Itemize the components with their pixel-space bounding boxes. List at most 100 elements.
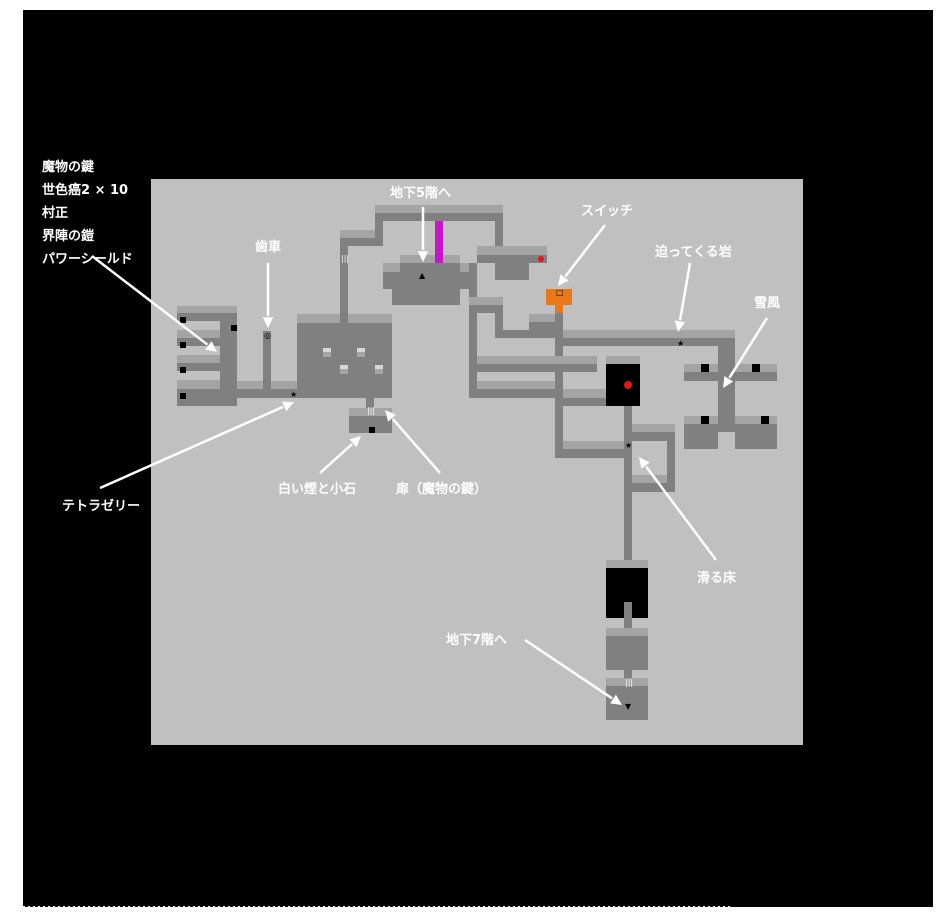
floor-tile bbox=[495, 213, 503, 255]
floor-tile bbox=[632, 483, 675, 492]
item-power-shield: パワーシールド bbox=[42, 252, 133, 267]
floor-tile bbox=[495, 313, 503, 338]
star-icon: ★ bbox=[677, 339, 685, 348]
floor-tile bbox=[263, 331, 271, 389]
pillar bbox=[323, 348, 331, 352]
floor-tile bbox=[375, 213, 503, 221]
chest-icon bbox=[752, 364, 760, 372]
wall-tile bbox=[477, 356, 597, 364]
red-dot-icon bbox=[624, 381, 632, 389]
wall-tile bbox=[563, 441, 624, 449]
wall-tile bbox=[460, 263, 469, 272]
wall-tile bbox=[606, 678, 648, 686]
floor-tile bbox=[735, 424, 777, 449]
bars-icon: ||| bbox=[625, 678, 634, 687]
floor-tile bbox=[624, 406, 632, 570]
wall-tile bbox=[632, 424, 675, 432]
wall-tile bbox=[340, 369, 348, 374]
floor-tile bbox=[392, 289, 460, 305]
wall-tile bbox=[606, 560, 648, 568]
wall-tile bbox=[177, 380, 220, 389]
pillar bbox=[340, 365, 348, 369]
wall-tile bbox=[632, 475, 667, 483]
floor-tile bbox=[563, 338, 735, 346]
floor-tile bbox=[735, 372, 777, 381]
wall-tile bbox=[563, 330, 735, 338]
wall-tile bbox=[606, 356, 640, 364]
wall-tile bbox=[469, 297, 503, 305]
floor-tile bbox=[477, 389, 555, 398]
floor-tile bbox=[237, 389, 297, 398]
dark-pit bbox=[606, 364, 640, 406]
floor-tile bbox=[495, 330, 563, 338]
switch-tile bbox=[555, 305, 563, 313]
pillar bbox=[375, 365, 383, 369]
floor-tile bbox=[632, 432, 675, 441]
chest-icon bbox=[701, 416, 709, 424]
floor-tile bbox=[495, 263, 529, 280]
bars-icon: ||| bbox=[341, 254, 350, 263]
chest-icon bbox=[180, 393, 186, 399]
wall-tile bbox=[323, 352, 331, 357]
floor-tile bbox=[529, 322, 555, 330]
floor-tile bbox=[718, 424, 735, 432]
stairs-up-icon: ▲ bbox=[419, 271, 426, 280]
chest-icon bbox=[761, 416, 769, 424]
wall-tile bbox=[340, 230, 383, 238]
item-list: 魔物の鍵 世色癌2 × 10 村正 界陣の鎧 パワーシールド bbox=[42, 156, 133, 271]
wall-tile bbox=[375, 205, 503, 213]
floor-tile bbox=[718, 338, 735, 430]
floor-tile bbox=[297, 323, 392, 398]
label-switch: スイッチ bbox=[581, 204, 634, 219]
bars-icon: ||| bbox=[367, 406, 376, 415]
floor-tile bbox=[684, 372, 718, 381]
chest-icon bbox=[701, 364, 709, 372]
floor-tile bbox=[177, 363, 220, 371]
wall-tile bbox=[477, 381, 555, 389]
dotted-border bbox=[23, 906, 730, 908]
label-to-b5: 地下5階へ bbox=[390, 186, 452, 201]
label-gear: 歯車 bbox=[255, 240, 282, 255]
floor-tile bbox=[563, 398, 606, 406]
wall-tile bbox=[563, 389, 606, 398]
item-seshikigan: 世色癌2 × 10 bbox=[42, 183, 129, 198]
chest-icon bbox=[180, 367, 186, 373]
wall-tile bbox=[400, 255, 460, 263]
label-door: 扉（魔物の鍵） bbox=[396, 482, 488, 497]
chest-icon bbox=[180, 317, 186, 323]
switch-tile bbox=[546, 289, 572, 305]
floor-tile bbox=[624, 602, 632, 636]
floor-tile bbox=[400, 263, 460, 272]
floor-tile bbox=[667, 432, 675, 492]
wall-tile bbox=[177, 330, 220, 338]
star-icon: ★ bbox=[290, 390, 298, 399]
floor-tile bbox=[220, 313, 237, 406]
magic-barrier bbox=[435, 221, 443, 263]
label-blizzard: 雪風 bbox=[754, 296, 781, 311]
label-to-b7: 地下7階へ bbox=[446, 633, 508, 648]
label-rock: 迫ってくる岩 bbox=[655, 245, 732, 260]
switch-icon: □ bbox=[556, 288, 564, 297]
item-armor: 界陣の鎧 bbox=[42, 229, 95, 244]
label-slippery-floor: 滑る床 bbox=[697, 571, 737, 586]
wall-tile bbox=[383, 263, 400, 272]
floor-tile bbox=[477, 305, 503, 313]
floor-tile bbox=[340, 238, 383, 246]
gear-icon: ◎ bbox=[264, 331, 271, 340]
wall-tile bbox=[357, 352, 365, 357]
chest-icon bbox=[231, 325, 237, 331]
item-demon-key: 魔物の鍵 bbox=[42, 160, 95, 175]
floor-tile bbox=[366, 398, 374, 408]
floor-tile bbox=[684, 424, 718, 449]
stairs-down-icon: ▼ bbox=[625, 702, 632, 711]
wall-tile bbox=[375, 369, 383, 374]
star-icon: ★ bbox=[625, 441, 633, 450]
wall-tile bbox=[349, 408, 392, 416]
wall-tile bbox=[477, 246, 547, 255]
red-dot-icon bbox=[538, 256, 544, 262]
wall-tile bbox=[177, 355, 220, 363]
label-smoke-pebble: 白い煙と小石 bbox=[278, 482, 357, 497]
floor-tile bbox=[563, 449, 624, 458]
dungeon-map bbox=[151, 179, 803, 745]
floor-tile bbox=[469, 263, 477, 398]
